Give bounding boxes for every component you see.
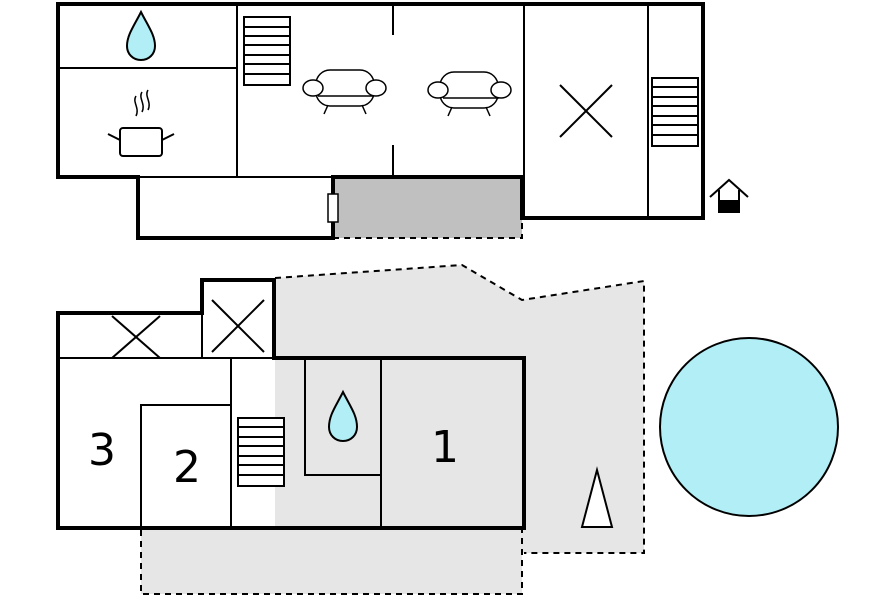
parasol-icon [580,466,614,528]
wall-bathroom [304,358,381,476]
room-number-2: 2 [173,442,201,493]
house-entrance-icon [709,178,749,213]
room-number-3: 3 [88,425,116,476]
upper-floor [56,2,749,240]
storage-cross-icon [559,84,613,138]
storage-cross-icon [211,299,265,353]
water-drop-icon [125,9,157,62]
covered-terrace [333,178,522,238]
room-number-1: 1 [431,422,459,473]
front-terrace [141,528,522,594]
water-drop-icon [327,389,359,443]
outdoor-area [275,265,644,553]
stairs-icon [243,16,291,86]
sofa-icon [302,69,387,115]
stairs-icon [237,417,285,487]
sofa-icon [427,71,512,117]
terrace-door [327,193,339,223]
ground-floor: 3 2 1 [56,263,839,595]
stairs-icon [651,77,699,147]
outdoor-area-dashed-edge [274,263,645,554]
front-terrace-dashed-edge [140,530,523,595]
cooking-pot-icon [107,89,175,157]
storage-cross-icon [111,315,161,359]
pool-icon [659,337,839,517]
terrace-dashed-edge [333,210,523,239]
